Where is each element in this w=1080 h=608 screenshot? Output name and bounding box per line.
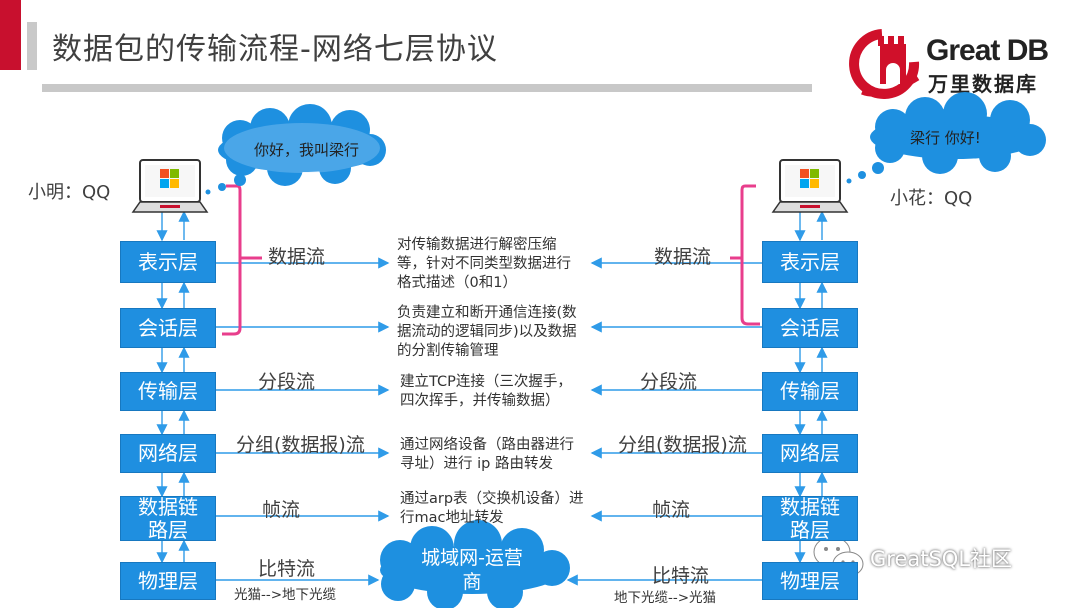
left-physical-sub: 光猫-->地下光缆 — [234, 587, 337, 603]
right-person-label: 小花：QQ — [890, 188, 973, 209]
left-flow-packet: 分组(数据报)流 — [236, 434, 365, 456]
left-layer-transport: 传输层 — [120, 372, 216, 411]
isp-label: 城域网-运营商 — [421, 547, 523, 593]
laptop-icon — [131, 159, 209, 213]
logo-brand: Great DB — [926, 34, 1049, 67]
desc-session: 负责建立和断开通信连接(数据流动的逻辑同步)以及数据的分割传输管理 — [397, 305, 577, 359]
left-layer-arrows — [156, 210, 190, 564]
page-title: 数据包的传输流程-网络七层协议 — [52, 32, 498, 67]
left-flow-data: 数据流 — [268, 246, 326, 268]
right-flow-packet: 分组(数据报)流 — [618, 434, 747, 456]
desc-network: 通过网络设备（路由器进行寻址）进行 ip 路由转发 — [400, 437, 574, 472]
right-layer-session: 会话层 — [762, 308, 858, 348]
isp-cloud — [380, 520, 570, 608]
right-brace — [740, 184, 760, 326]
accent-red-bar — [0, 0, 21, 70]
right-physical-sub: 地下光缆-->光猫 — [614, 590, 717, 606]
desc-presentation: 对传输数据进行解密压缩等，针对不同类型数据进行格式描述（0和1） — [397, 237, 571, 291]
right-flow-segment: 分段流 — [640, 371, 698, 393]
watermark: GreatSQL社区 — [870, 547, 1013, 571]
right-flow-frame: 帧流 — [652, 499, 691, 521]
right-horizontal-arrows — [566, 257, 762, 586]
right-bubble-text: 梁行 你好! — [910, 129, 981, 147]
left-flow-bit: 比特流 — [258, 558, 316, 580]
laptop-icon — [771, 159, 849, 213]
left-person-label: 小明：QQ — [28, 182, 111, 203]
left-horizontal-arrows — [216, 257, 390, 586]
left-layer-datalink: 数据链路层 — [120, 495, 216, 541]
left-bubble-text: 你好，我叫梁行 — [254, 141, 360, 159]
right-layer-network: 网络层 — [762, 434, 858, 473]
left-flow-frame: 帧流 — [262, 499, 301, 521]
logo-brand-cn: 万里数据库 — [928, 72, 1038, 96]
right-flow-data: 数据流 — [654, 246, 712, 268]
great-wall-logo-icon — [849, 29, 920, 99]
desc-transport: 建立TCP连接（三次握手，四次挥手，并传输数据） — [400, 374, 572, 409]
left-layer-network: 网络层 — [120, 434, 216, 473]
desc-datalink: 通过arp表（交换机设备）进行mac地址转发 — [400, 491, 584, 526]
right-flow-bit: 比特流 — [652, 565, 710, 587]
left-layer-presentation: 表示层 — [120, 241, 216, 283]
windows-logo-icon — [160, 169, 179, 188]
accent-grey-bar — [27, 22, 37, 70]
title-divider — [42, 84, 812, 92]
right-layer-transport: 传输层 — [762, 372, 858, 411]
right-speech-cloud — [846, 92, 1046, 184]
right-layer-presentation: 表示层 — [762, 241, 858, 283]
right-layer-datalink: 数据链路层 — [762, 495, 858, 541]
windows-logo-icon — [800, 169, 819, 188]
greatdb-logo — [812, 0, 1080, 110]
left-brace — [222, 184, 242, 336]
left-speech-cloud — [205, 104, 386, 195]
left-flow-segment: 分段流 — [258, 371, 316, 393]
right-layer-physical: 物理层 — [762, 562, 858, 600]
left-layer-physical: 物理层 — [120, 562, 216, 600]
left-layer-session: 会话层 — [120, 308, 216, 348]
